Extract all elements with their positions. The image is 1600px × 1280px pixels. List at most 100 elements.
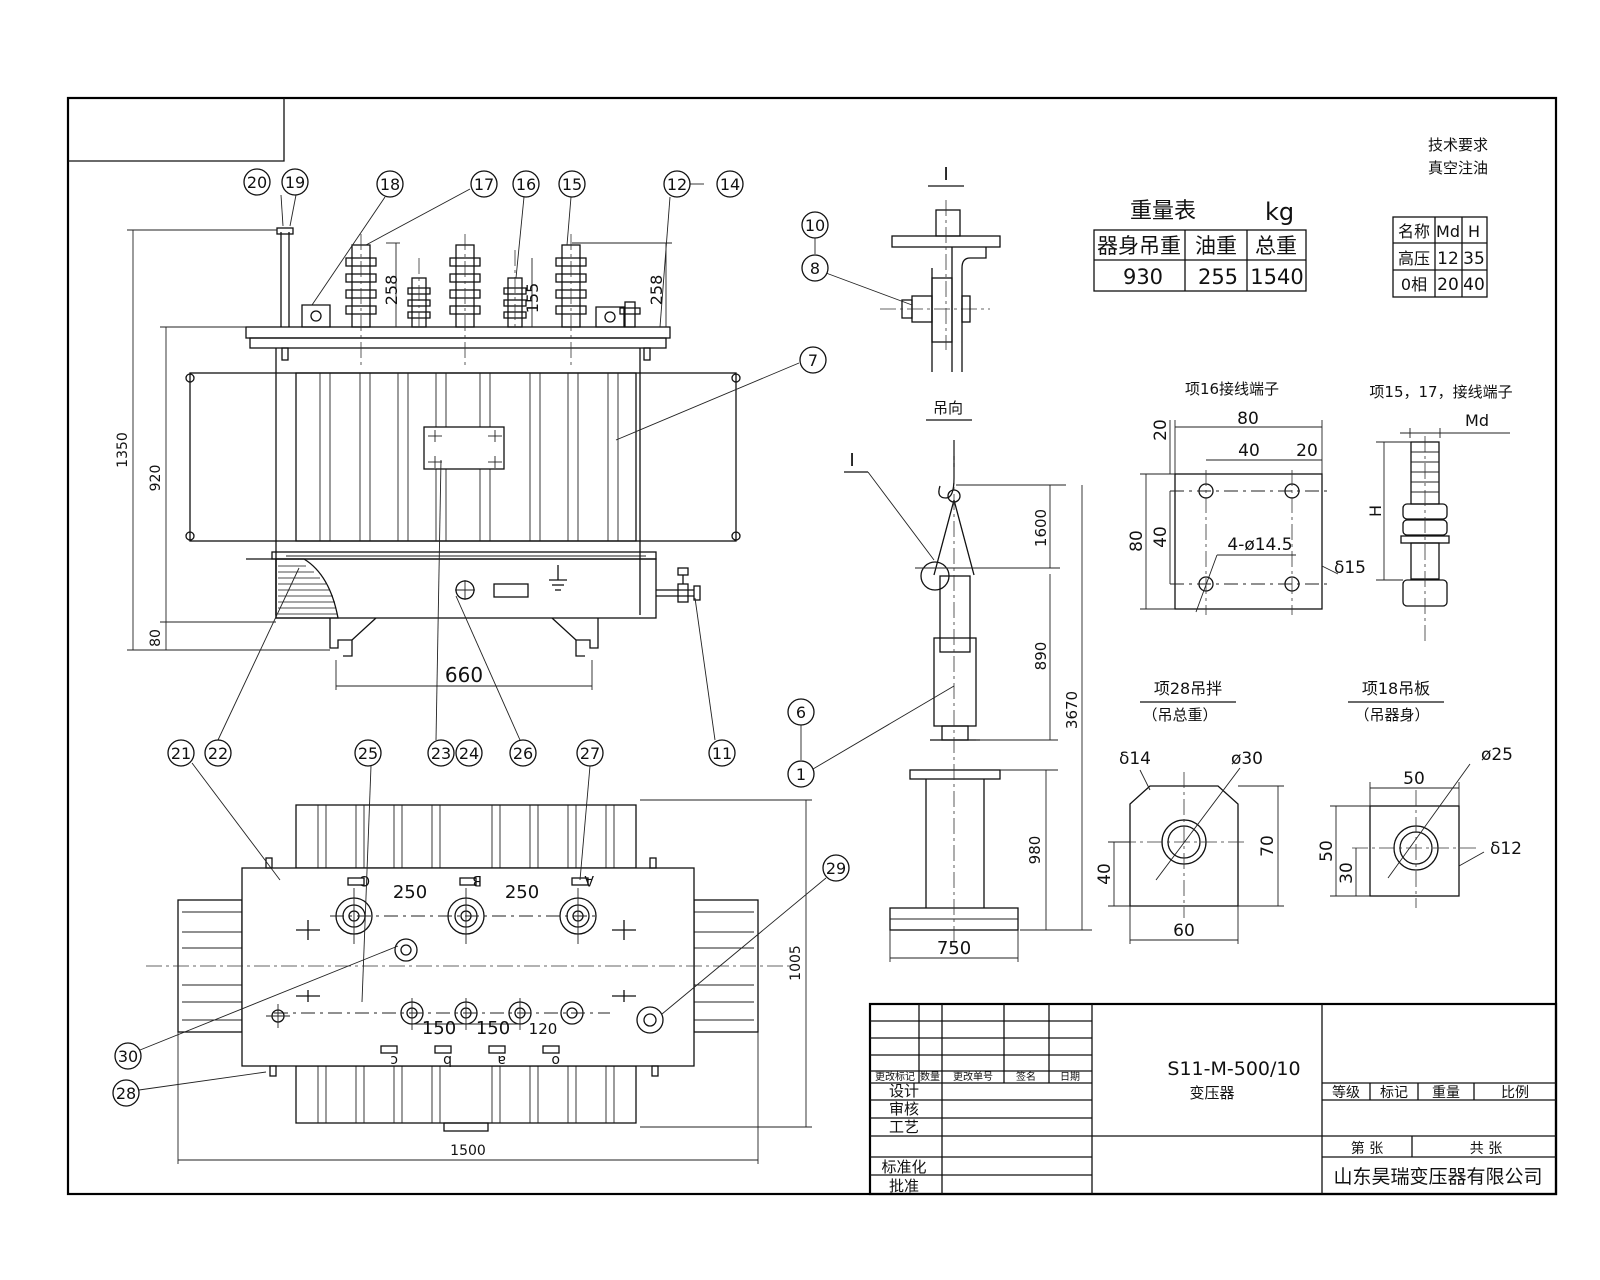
dim-l28-40: 40: [1095, 863, 1115, 885]
title-block: 更改标记 数量 更改单号 签名 日期 设计 审核 工艺 标准化 批准 S11-M…: [868, 1002, 1558, 1196]
md-row2-name: 0相: [1401, 275, 1427, 294]
grade-header-weight: 重量: [1432, 1085, 1460, 1101]
dim-1600: 1600: [1032, 509, 1050, 547]
front-view: 1350 920 80 660 258 155 258: [115, 227, 741, 690]
company-name: 山东昊瑞变压器有限公司: [1333, 1166, 1542, 1188]
dim-l18-30: 30: [1337, 862, 1357, 884]
sheet-total: 共 张: [1470, 1141, 1502, 1157]
rev-header-change-no: 更改单号: [953, 1070, 993, 1083]
dim-250-left: 250: [393, 882, 427, 903]
weight-oil-value: 255: [1198, 265, 1238, 289]
front-view-balloons: 20 19 18 17 16 15 12 14 7 21 22 25 23 24…: [167, 168, 827, 767]
md-header-h: H: [1468, 222, 1480, 241]
detail-i-label: I: [943, 164, 948, 185]
dim-t80: 80: [1237, 409, 1259, 429]
dim-258-right: 258: [647, 275, 666, 306]
md-header-name: 名称: [1398, 222, 1430, 241]
balloon-21: 21: [171, 744, 191, 763]
dim-1005: 1005: [788, 945, 804, 981]
item15-17-h-label: H: [1366, 505, 1385, 517]
balloon-11: 11: [712, 744, 732, 763]
balloon-26: 26: [513, 744, 533, 763]
dim-l28-70: 70: [1258, 835, 1278, 857]
phase-C: C: [360, 872, 370, 888]
item16-title: 项16接线端子: [1185, 380, 1279, 398]
dim-t20-top: 20: [1151, 419, 1171, 441]
dim-t20-right: 20: [1296, 441, 1318, 461]
dim-3670: 3670: [1063, 691, 1081, 729]
balloon-17: 17: [474, 175, 494, 194]
dim-t-holes: 4-ø14.5: [1227, 535, 1292, 555]
dim-155: 155: [523, 283, 542, 314]
role-process: 工艺: [889, 1118, 919, 1136]
dim-t40: 40: [1238, 441, 1260, 461]
dim-l18-thickness: δ12: [1490, 839, 1522, 859]
phase-B: B: [472, 872, 482, 888]
rev-header-qty: 数量: [920, 1070, 940, 1083]
dim-l28-thickness: δ14: [1119, 749, 1151, 769]
md-row2-h: 40: [1463, 275, 1485, 295]
sheet-number: 第 张: [1351, 1140, 1383, 1157]
dim-t80-vertical: 80: [1127, 530, 1147, 552]
dim-1350: 1350: [115, 432, 131, 468]
lv-bushings: [407, 250, 641, 328]
detail-i-view: I 10 8: [801, 164, 1001, 372]
balloon-8: 8: [810, 259, 820, 278]
top-view: C B A c b a o 250 250 150 150 120 1005 1…: [112, 762, 850, 1164]
lift-direction-label: 吊向: [933, 399, 963, 417]
item28-title: 项28吊拌: [1154, 679, 1222, 698]
role-design: 设计: [889, 1082, 919, 1100]
grade-header-scale: 比例: [1501, 1085, 1529, 1101]
lift-detail-i-ref: I: [849, 450, 854, 471]
balloon-18: 18: [380, 175, 400, 194]
item28-view: 项28吊拌 （吊总重） ø30 δ14 70 40 60: [1095, 679, 1284, 944]
phase-o: o: [551, 1052, 560, 1068]
balloon-10: 10: [805, 216, 825, 235]
dim-150-left: 150: [422, 1018, 456, 1039]
md-table: 名称 Md H 高压 12 35 0相 20 40: [1392, 216, 1488, 298]
balloon-30: 30: [118, 1047, 138, 1066]
item18-view: 项18吊板 （吊器身） ø25 50 δ12 50 30: [1317, 679, 1522, 908]
grade-header-mark: 标记: [1380, 1085, 1408, 1101]
dim-250-right: 250: [505, 882, 539, 903]
dim-258-left: 258: [382, 275, 401, 306]
balloon-25: 25: [358, 744, 378, 763]
dim-890: 890: [1032, 642, 1050, 671]
dim-l18-50: 50: [1403, 769, 1425, 789]
dim-750: 750: [937, 938, 971, 959]
item15-17-terminal-view: 项15，17，接线端子 Md H: [1366, 383, 1513, 642]
item15-17-md-label: Md: [1465, 411, 1489, 430]
balloon-20: 20: [247, 173, 267, 192]
balloon-19: 19: [285, 173, 305, 192]
phase-a: a: [497, 1052, 506, 1068]
dim-t40-vertical: 40: [1151, 526, 1171, 548]
weight-table-unit: kg: [1265, 198, 1294, 226]
drawing-model: S11-M-500/10: [1167, 1058, 1300, 1080]
hv-bushings: [345, 234, 587, 365]
item15-17-title: 项15，17，接线端子: [1369, 383, 1512, 401]
dim-150-right: 150: [476, 1018, 510, 1039]
item28-subtitle: （吊总重）: [1142, 706, 1217, 724]
weight-header-oil: 油重: [1195, 234, 1237, 258]
dim-80: 80: [148, 629, 164, 647]
balloon-7: 7: [808, 351, 818, 370]
weight-header-total: 总重: [1255, 234, 1297, 258]
rev-header-sign: 签名: [1016, 1070, 1036, 1083]
rev-header-mark: 更改标记: [875, 1070, 915, 1083]
corner-stamp-box: [68, 98, 285, 162]
dim-660: 660: [445, 663, 483, 687]
balloon-6: 6: [796, 703, 806, 722]
phase-b: b: [443, 1052, 452, 1068]
md-row1-md: 12: [1437, 249, 1459, 269]
dim-l28-phi: ø30: [1231, 749, 1263, 769]
balloon-14: 14: [720, 175, 740, 194]
phase-A: A: [584, 872, 594, 888]
balloon-24: 24: [459, 744, 479, 763]
balloon-15: 15: [562, 175, 582, 194]
balloon-27: 27: [580, 744, 600, 763]
phase-c: c: [390, 1052, 398, 1068]
balloon-23: 23: [431, 744, 451, 763]
lifting-view: 吊向 I 1600 890 3670 9: [787, 399, 1092, 962]
role-approve: 批准: [889, 1177, 919, 1195]
item18-subtitle: （吊器身）: [1354, 706, 1429, 724]
